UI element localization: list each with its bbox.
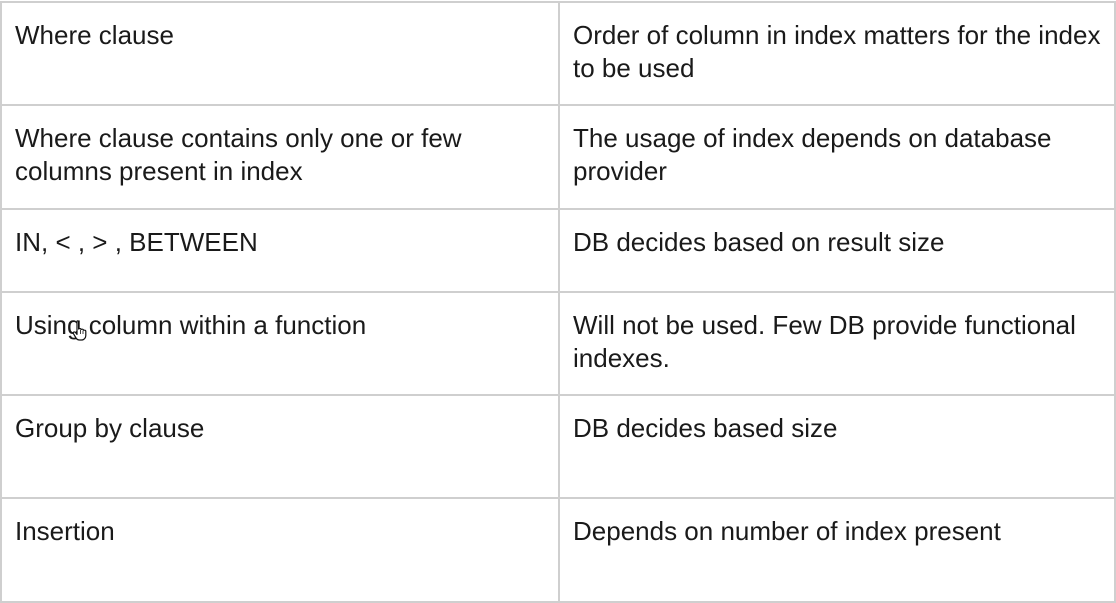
- situation-cell: Where clause: [0, 1, 560, 106]
- situation-cell: Using column within a function: [0, 291, 560, 396]
- situation-cell: Where clause contains only one or few co…: [0, 104, 560, 210]
- behavior-cell: Order of column in index matters for the…: [558, 1, 1116, 106]
- table-row: Where clause Order of column in index ma…: [0, 1, 1116, 106]
- situation-cell: Insertion: [0, 497, 560, 603]
- table-row: Insertion Depends on number of index pre…: [0, 497, 1116, 603]
- behavior-cell: Will not be used. Few DB provide functio…: [558, 291, 1116, 396]
- table-row: IN, < , > , BETWEEN DB decides based on …: [0, 208, 1116, 293]
- behavior-cell: The usage of index depends on database p…: [558, 104, 1116, 210]
- situation-cell: Group by clause: [0, 394, 560, 499]
- table-row: Using column within a function Will not …: [0, 291, 1116, 396]
- behavior-cell: Depends on number of index present: [558, 497, 1116, 603]
- situation-cell: IN, < , > , BETWEEN: [0, 208, 560, 293]
- table-row: Where clause contains only one or few co…: [0, 104, 1116, 210]
- behavior-cell: DB decides based on result size: [558, 208, 1116, 293]
- table-row: Group by clause DB decides based size: [0, 394, 1116, 499]
- behavior-cell: DB decides based size: [558, 394, 1116, 499]
